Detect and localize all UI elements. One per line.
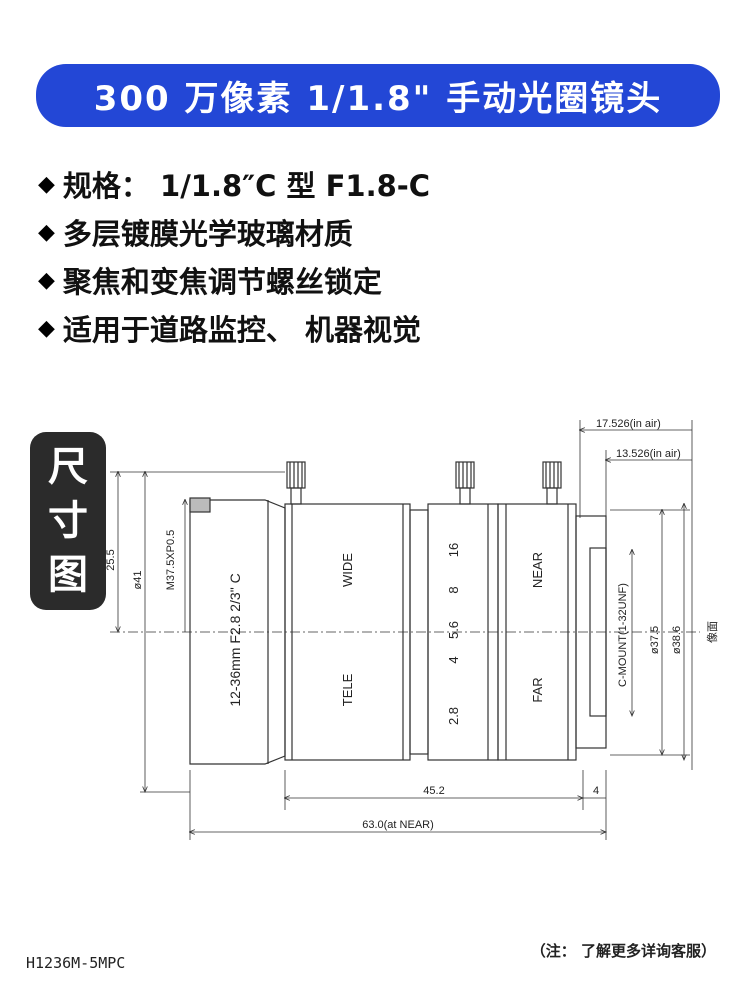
iris-value: 2.8 [446,707,461,725]
feature-text: 多层镀膜光学玻璃材质 [62,217,353,251]
lock-screw [542,461,562,505]
model-number: H1236M-5MPC [26,954,126,972]
diamond-bullet-icon: ◆ [38,267,55,293]
dim-rear-diameter: ø38.6 [671,626,683,654]
iris-value: 5.6 [446,621,461,639]
feature-text: 规格： 1/1.8″C 型 F1.8-C [62,169,431,203]
size-diagram-badge: 尺 寸 图 [30,432,106,610]
image-plane-label: 像面 [706,621,719,643]
badge-char: 寸 [48,498,88,544]
focus-near-label: NEAR [530,552,545,588]
mount-label: C-MOUNT(1-32UNF) [617,583,629,687]
zoom-wide-label: WIDE [340,553,355,587]
feature-text: 适用于道路监控、 机器视觉 [62,313,422,347]
thread-hatch [189,497,211,513]
feature-item: ◆ 适用于道路监控、 机器视觉 [38,304,430,352]
dim-mount-length: 4 [593,785,599,797]
lock-screw [286,461,306,505]
focus-far-label: FAR [530,677,545,702]
feature-text: 聚焦和变焦调节螺丝锁定 [62,265,382,299]
lens-dimension-drawing: 17.526(in air) 13.526(in air) 25.5 ø41 M… [105,418,719,840]
dim-back-focal-air: 17.526(in air) [596,418,661,430]
dim-mount-diameter: ø37.5 [649,626,661,654]
feature-list: ◆ 规格： 1/1.8″C 型 F1.8-C ◆ 多层镀膜光学玻璃材质 ◆ 聚焦… [38,160,430,352]
dim-outer-diameter: ø41 [132,571,144,590]
badge-char: 尺 [48,444,88,490]
feature-item: ◆ 规格： 1/1.8″C 型 F1.8-C [38,160,430,208]
iris-value: 16 [446,543,461,557]
dim-flange-air: 13.526(in air) [616,448,681,460]
dim-radius: 25.5 [105,549,117,570]
dim-body-length: 45.2 [423,785,444,797]
page-title: 300 万像素 1/1.8" 手动光圈镜头 [93,79,663,119]
zoom-tele-label: TELE [340,673,355,706]
iris-value: 4 [446,656,461,663]
thread-label: M37.5XP0.5 [165,530,177,591]
badge-char: 图 [48,552,88,598]
diamond-bullet-icon: ◆ [38,171,55,197]
diamond-bullet-icon: ◆ [38,315,55,341]
title-banner: 300 万像素 1/1.8" 手动光圈镜头 [36,64,720,127]
feature-item: ◆ 聚焦和变焦调节螺丝锁定 [38,256,430,304]
diamond-bullet-icon: ◆ [38,219,55,245]
dim-total-length: 63.0(at NEAR) [362,819,434,831]
lens-spec-text: 12-36mm F2.8 2/3" C [227,573,243,706]
lock-screw [455,461,475,505]
contact-note: （注： 了解更多详询客服） [530,942,716,960]
iris-value: 8 [446,586,461,593]
feature-item: ◆ 多层镀膜光学玻璃材质 [38,208,430,256]
